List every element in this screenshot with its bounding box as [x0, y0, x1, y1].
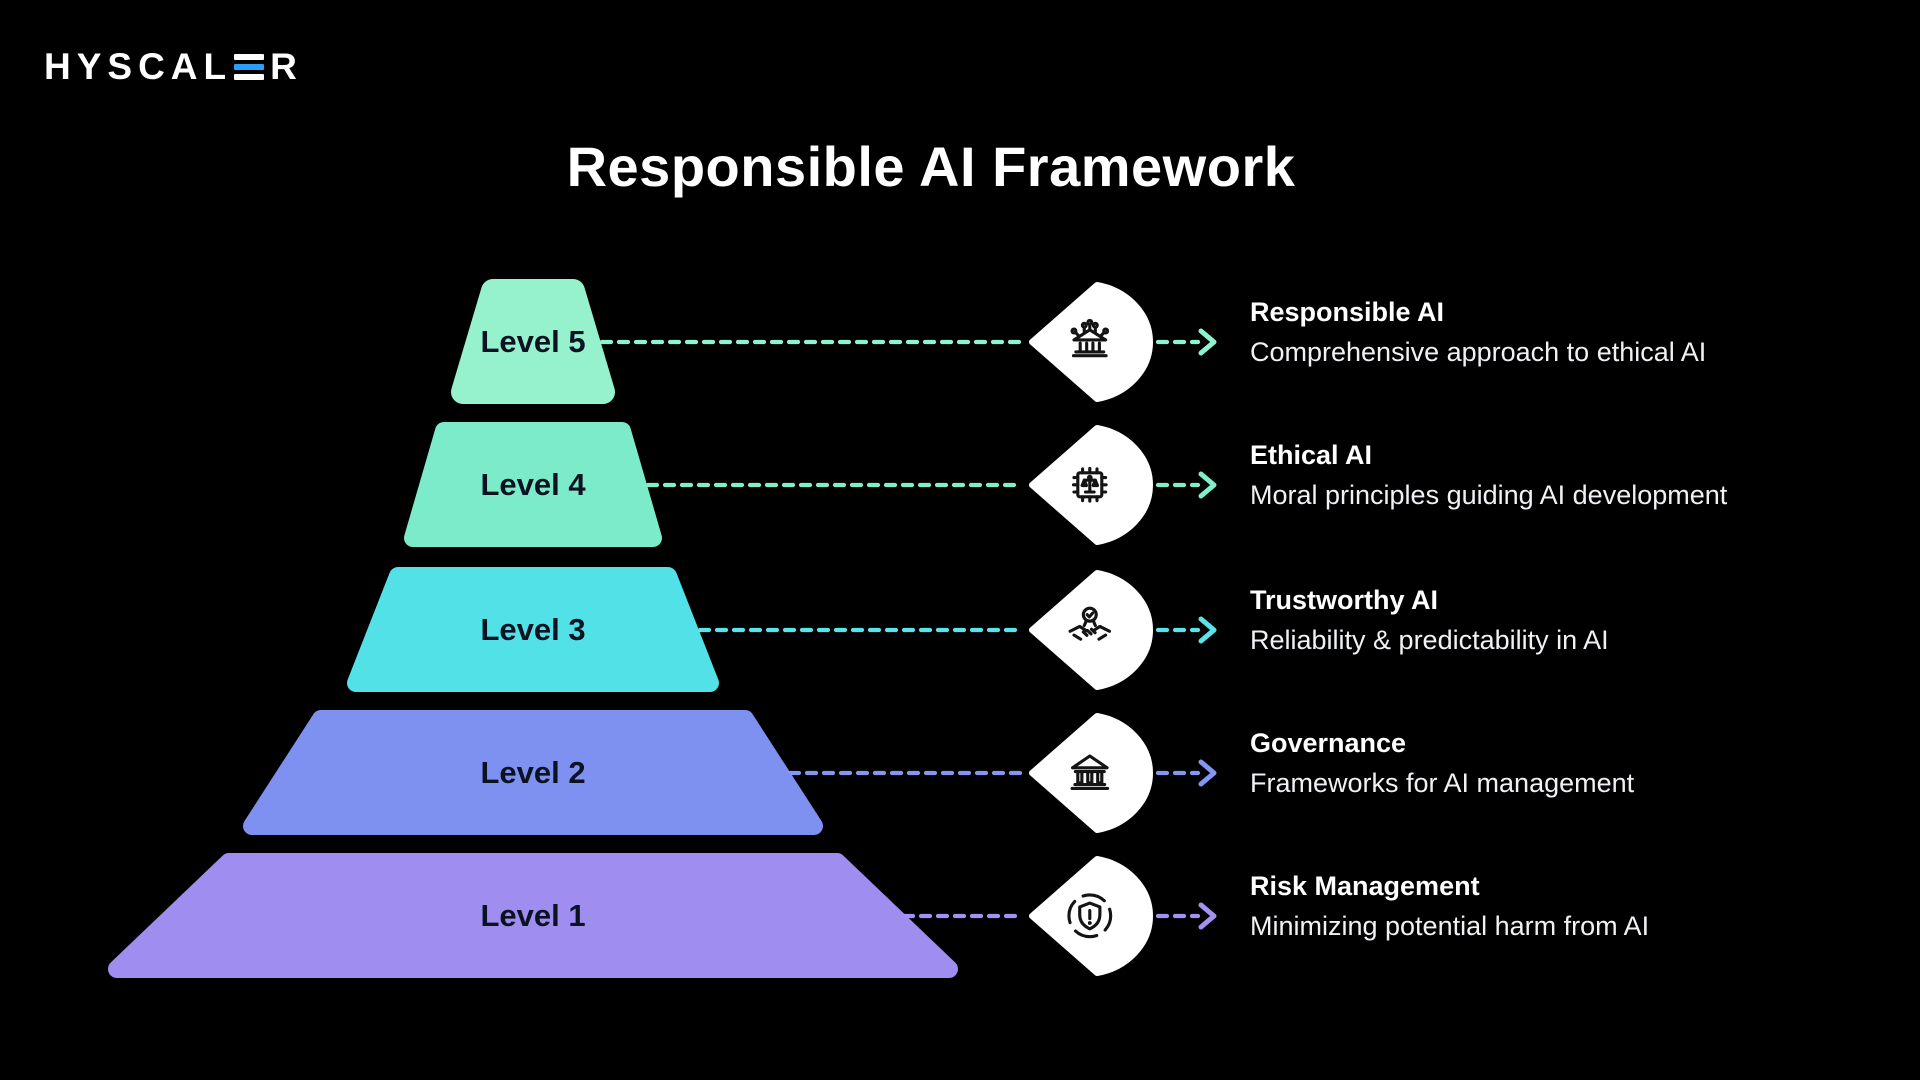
info-level-3: Trustworthy AI Reliability & predictabil… — [1250, 585, 1609, 656]
pyramid-level-3-shape — [347, 567, 719, 692]
logo-e-mark-icon — [234, 52, 265, 82]
info-description: Minimizing potential harm from AI — [1250, 911, 1650, 941]
pyramid-level-2-shape — [243, 710, 823, 835]
chip-scale-icon — [1071, 466, 1108, 503]
info-level-1: Risk Management Minimizing potential har… — [1250, 871, 1649, 942]
arrow-head-level-1-icon — [1198, 902, 1217, 930]
info-heading: Responsible AI — [1250, 297, 1445, 327]
info-description: Comprehensive approach to ethical AI — [1250, 337, 1707, 367]
info-description: Moral principles guiding AI development — [1250, 480, 1728, 510]
info-heading: Trustworthy AI — [1250, 585, 1439, 615]
arrow-head-level-2-icon — [1198, 759, 1217, 787]
info-level-2: Governance Frameworks for AI management — [1250, 728, 1634, 799]
handshake-badge-icon — [1068, 606, 1112, 641]
info-level-5: Responsible AI Comprehensive approach to… — [1250, 297, 1706, 368]
shield-alert-icon — [1067, 893, 1113, 939]
bank-circuit-icon — [1070, 318, 1110, 358]
info-heading: Risk Management — [1250, 871, 1480, 901]
arrow-head-level-3-icon — [1198, 616, 1217, 644]
level-1-label: Level 1 — [480, 898, 586, 933]
page-title: Responsible AI Framework — [566, 135, 1296, 198]
info-description: Reliability & predictability in AI — [1250, 625, 1609, 655]
bank-icon — [1070, 754, 1110, 790]
badge-level-5 — [1029, 282, 1153, 402]
connector-lines — [599, 339, 1025, 919]
logo-text-right: R — [270, 46, 303, 87]
hyscaler-logo: HYSCAL R — [44, 46, 303, 88]
pyramid — [108, 279, 958, 978]
info-heading: Ethical AI — [1250, 440, 1373, 470]
pyramid-level-1-shape — [108, 853, 958, 978]
arrow-heads — [1198, 328, 1217, 930]
pyramid-level-5-shape — [451, 279, 615, 404]
level-5-label: Level 5 — [480, 324, 586, 359]
info-heading: Governance — [1250, 728, 1407, 758]
arrow-lines — [1155, 339, 1201, 919]
logo-text-left: HYSCAL — [44, 46, 233, 87]
info-description: Frameworks for AI management — [1250, 768, 1635, 798]
arrow-head-level-5-icon — [1198, 328, 1217, 356]
level-2-label: Level 2 — [480, 755, 586, 790]
pyramid-level-4-shape — [404, 422, 662, 547]
level-3-label: Level 3 — [480, 612, 586, 647]
level-4-label: Level 4 — [480, 467, 586, 502]
arrow-head-level-4-icon — [1198, 471, 1217, 499]
info-level-4: Ethical AI Moral principles guiding AI d… — [1250, 440, 1727, 511]
